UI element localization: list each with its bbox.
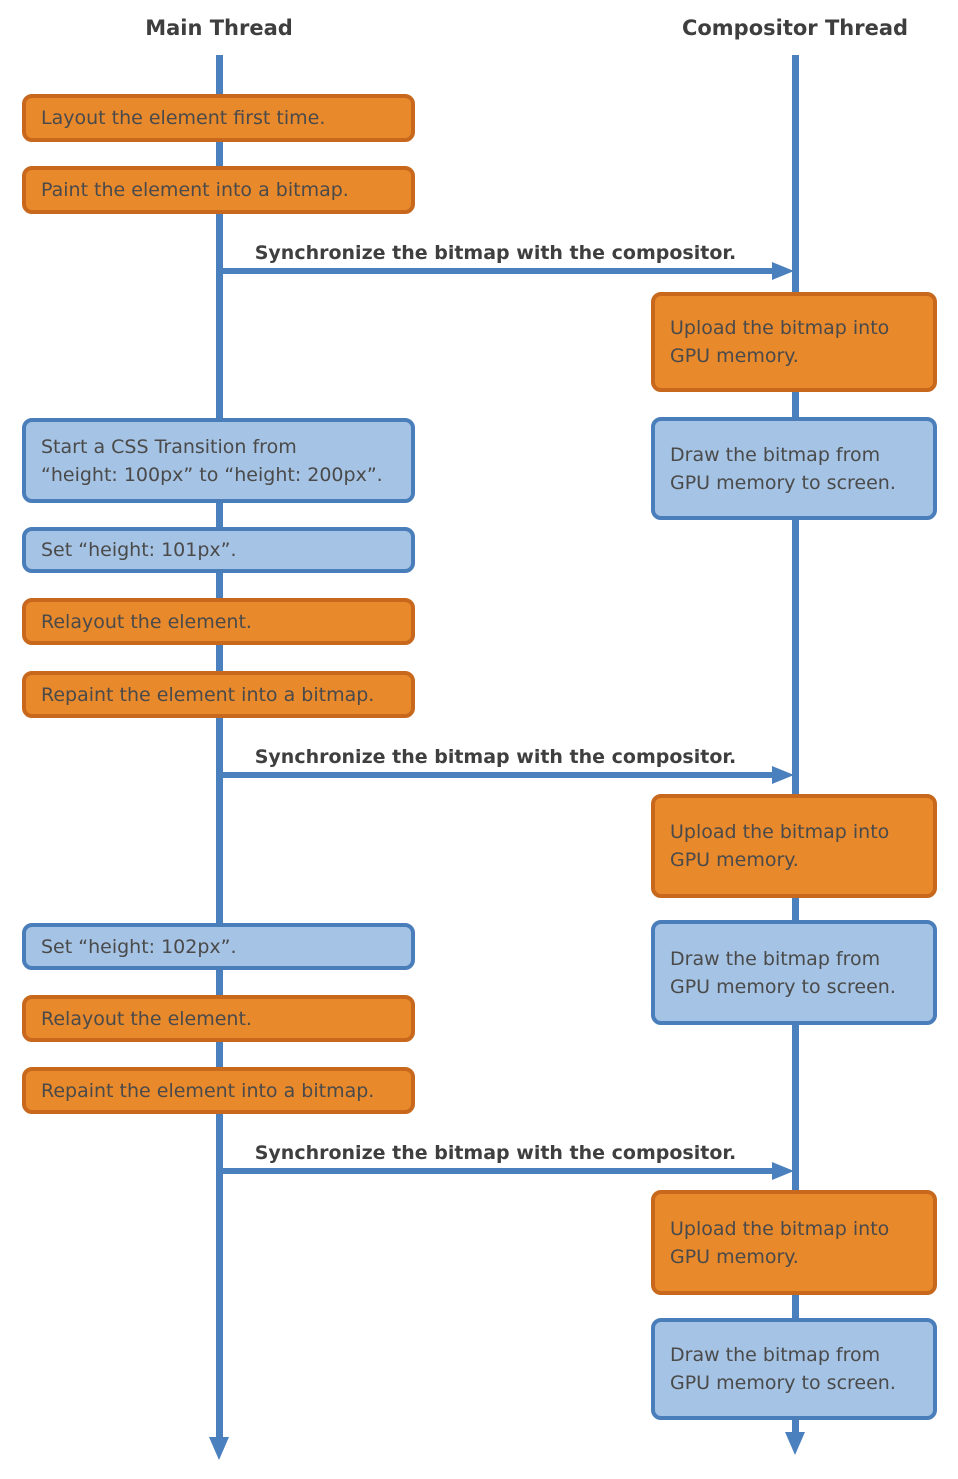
sync-arrow-line [219, 1168, 772, 1174]
step-box-label: Upload the bitmap into GPU memory. [670, 1217, 890, 1268]
step-box-label: Draw the bitmap from GPU memory to scree… [670, 947, 896, 998]
step-box-label: Draw the bitmap from GPU memory to scree… [670, 1344, 896, 1394]
sync-arrow-right-arrowhead-icon [772, 262, 794, 280]
step-box-start-css-transition: Start a CSS Transition from “height: 100… [22, 418, 415, 503]
sync-arrow-label: Synchronize the bitmap with the composit… [254, 746, 737, 768]
sync-arrow-label: Synchronize the bitmap with the composit… [254, 242, 737, 264]
sync-arrow-label: Synchronize the bitmap with the composit… [254, 1142, 737, 1164]
step-box-label: Draw the bitmap from GPU memory to scree… [670, 443, 896, 494]
step-box-label: Set “height: 101px”. [41, 539, 237, 561]
main-thread-lifeline [216, 55, 223, 1437]
step-box-set-height-102: Set “height: 102px”. [22, 923, 415, 970]
step-box-label: Layout the element first time. [41, 107, 326, 129]
step-box-label: Paint the element into a bitmap. [41, 179, 349, 201]
step-box-layout-first-time: Layout the element first time. [22, 94, 415, 142]
step-box-label: Upload the bitmap into GPU memory. [670, 317, 890, 367]
step-box-draw-screen: Draw the bitmap from GPU memory to scree… [651, 1318, 937, 1420]
main-thread-title: Main Thread [145, 16, 293, 40]
step-box-label: Set “height: 102px”. [41, 935, 237, 958]
step-box-repaint-bitmap: Repaint the element into a bitmap. [22, 1067, 415, 1114]
step-box-relayout: Relayout the element. [22, 598, 415, 645]
step-box-draw-screen: Draw the bitmap from GPU memory to scree… [651, 920, 937, 1025]
step-box-label: Repaint the element into a bitmap. [41, 1079, 375, 1102]
step-box-set-height-101: Set “height: 101px”. [22, 527, 415, 573]
sync-arrow-line [219, 772, 772, 778]
step-box-repaint-bitmap: Repaint the element into a bitmap. [22, 671, 415, 718]
step-box-label: Relayout the element. [41, 1007, 252, 1030]
step-box-upload-gpu: Upload the bitmap into GPU memory. [651, 794, 937, 898]
step-box-upload-gpu: Upload the bitmap into GPU memory. [651, 1190, 937, 1295]
step-box-label: Start a CSS Transition from “height: 100… [41, 435, 383, 486]
sync-arrow-right-arrowhead-icon [772, 1162, 794, 1180]
step-box-label: Upload the bitmap into GPU memory. [670, 821, 890, 871]
sync-arrow-line [219, 268, 772, 274]
compositor-thread-down-arrowhead-icon [785, 1432, 805, 1455]
step-box-label: Relayout the element. [41, 610, 252, 633]
step-box-relayout: Relayout the element. [22, 995, 415, 1042]
sync-arrow-right-arrowhead-icon [772, 766, 794, 784]
step-box-label: Repaint the element into a bitmap. [41, 683, 375, 706]
compositor-thread-lifeline [792, 55, 799, 1432]
main-thread-down-arrowhead-icon [209, 1437, 229, 1460]
step-box-paint-bitmap: Paint the element into a bitmap. [22, 166, 415, 214]
step-box-draw-screen: Draw the bitmap from GPU memory to scree… [651, 417, 937, 520]
step-box-upload-gpu: Upload the bitmap into GPU memory. [651, 292, 937, 392]
compositor-thread-title: Compositor Thread [681, 16, 909, 40]
